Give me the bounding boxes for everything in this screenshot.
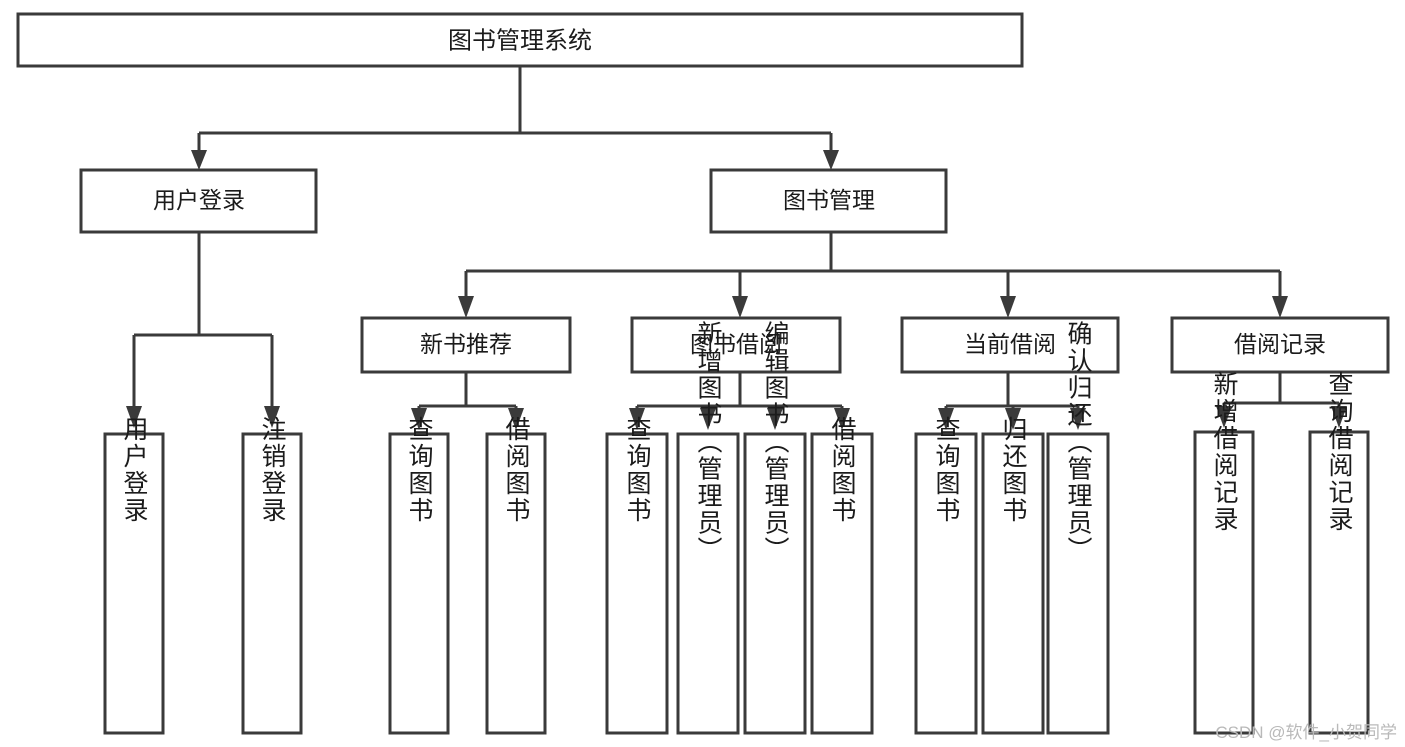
arrowhead-leaf-user-login [126, 406, 142, 428]
arrowhead-leaf-add-book [700, 408, 716, 430]
node-leaf-query-book-3-box[interactable] [914, 432, 978, 735]
node-leaf-query-book-3[interactable]: 查询图书 [914, 416, 978, 735]
node-leaf-borrow-book-2-box[interactable] [810, 432, 874, 735]
connector-group-current-borrow [938, 372, 1086, 430]
node-user-login[interactable]: 用户登录 [79, 168, 318, 234]
node-leaf-confirm-return[interactable]: 确认归还（管理员） [1046, 321, 1110, 735]
node-root-label: 图书管理系统 [448, 27, 592, 54]
node-leaf-borrow-book-1-box[interactable] [485, 432, 547, 735]
arrowhead-current-borrow [1000, 296, 1016, 318]
arrowhead-leaf-logout-login [264, 406, 280, 428]
node-leaf-query-book-2[interactable]: 查询图书 [605, 416, 669, 735]
node-leaf-query-record[interactable]: 查询借阅记录 [1308, 371, 1370, 735]
node-leaf-borrow-book-1-label: 借阅图书 [502, 416, 531, 524]
node-leaf-add-book-box[interactable] [676, 432, 740, 735]
node-book-borrow-label: 图书借阅 [690, 331, 782, 357]
arrowhead-leaf-return-book [1005, 408, 1021, 430]
watermark-text: CSDN @软件_小贺同学 [1215, 723, 1397, 742]
node-book-borrow[interactable]: 图书借阅 [630, 316, 842, 374]
arrowhead-leaf-query-book-2 [629, 408, 645, 430]
node-borrow-record-label: 借阅记录 [1234, 331, 1326, 357]
arrowhead-book-borrow [732, 296, 748, 318]
connector-group-root [191, 66, 839, 170]
connector-group-new-book-recommend [411, 372, 524, 430]
node-leaf-user-login-label: 用户登录 [120, 416, 149, 524]
node-new-book-recommend[interactable]: 新书推荐 [360, 316, 572, 374]
connector-group-book-management [458, 232, 1288, 318]
node-leaf-query-record-box[interactable] [1308, 430, 1370, 735]
node-leaf-query-record-label: 查询借阅记录 [1325, 371, 1354, 533]
node-leaf-add-book[interactable]: 新增图书（管理员） [676, 321, 740, 735]
node-current-borrow-label: 当前借阅 [964, 331, 1056, 357]
connector-group-book-borrow [629, 372, 850, 430]
node-borrow-record[interactable]: 借阅记录 [1170, 316, 1390, 374]
node-user-login-label: 用户登录 [153, 187, 245, 213]
arrowhead-leaf-edit-book [767, 408, 783, 430]
node-current-borrow[interactable]: 当前借阅 [900, 316, 1120, 374]
arrowhead-book-management [823, 150, 839, 170]
arrowhead-leaf-borrow-book-1 [508, 408, 524, 430]
node-user-login-box[interactable] [79, 168, 318, 234]
node-leaf-confirm-return-label: 确认归还（管理员） [1064, 321, 1093, 564]
node-leaf-add-record-box[interactable] [1193, 430, 1255, 735]
connector-group-user-login [126, 232, 280, 428]
node-leaf-borrow-book-2-label: 借阅图书 [828, 416, 857, 524]
arrowhead-user-login [191, 150, 207, 170]
node-leaf-confirm-return-box[interactable] [1046, 432, 1110, 735]
arrowhead-new-book-recommend [458, 296, 474, 318]
node-leaf-return-book-label: 归还图书 [999, 416, 1028, 524]
node-book-management[interactable]: 图书管理 [709, 168, 948, 234]
node-leaf-edit-book-label: 编辑图书（管理员） [761, 321, 790, 564]
node-leaf-add-record-label: 新增借阅记录 [1210, 371, 1239, 533]
node-leaf-query-book-3-label: 查询图书 [932, 416, 961, 524]
arrowhead-leaf-query-book-1 [411, 408, 427, 430]
arrowhead-leaf-confirm-return [1070, 408, 1086, 430]
node-leaf-borrow-book-1[interactable]: 借阅图书 [485, 416, 547, 735]
node-root[interactable]: 图书管理系统 [16, 12, 1024, 68]
node-book-management-label: 图书管理 [783, 187, 875, 213]
arrowhead-borrow-record [1272, 296, 1288, 318]
node-root-box[interactable] [16, 12, 1024, 68]
node-leaf-query-book-1-box[interactable] [388, 432, 450, 735]
arrowhead-leaf-borrow-book-2 [834, 408, 850, 430]
node-leaf-borrow-book-2[interactable]: 借阅图书 [810, 416, 874, 735]
node-leaf-add-record[interactable]: 新增借阅记录 [1193, 371, 1255, 735]
node-leaf-return-book-box[interactable] [981, 432, 1045, 735]
node-leaf-edit-book-box[interactable] [743, 432, 807, 735]
arrowhead-leaf-add-record [1216, 406, 1232, 428]
node-leaf-logout-login-box[interactable] [241, 432, 303, 735]
connector-group-borrow-record [1216, 372, 1347, 428]
node-leaf-logout-login-label: 注销登录 [258, 416, 287, 524]
node-book-borrow-box[interactable] [630, 316, 842, 374]
node-leaf-return-book[interactable]: 归还图书 [981, 416, 1045, 735]
node-leaf-user-login-box[interactable] [103, 432, 165, 735]
node-book-management-box[interactable] [709, 168, 948, 234]
arrowhead-leaf-query-book-3 [938, 408, 954, 430]
node-leaf-query-book-2-label: 查询图书 [623, 416, 652, 524]
arrowhead-leaf-query-record [1331, 406, 1347, 428]
node-leaf-query-book-1[interactable]: 查询图书 [388, 416, 450, 735]
node-leaf-logout-login[interactable]: 注销登录 [241, 416, 303, 735]
node-leaf-query-book-2-box[interactable] [605, 432, 669, 735]
node-current-borrow-box[interactable] [900, 316, 1120, 374]
node-leaf-query-book-1-label: 查询图书 [405, 416, 434, 524]
node-leaf-add-book-label: 新增图书（管理员） [694, 321, 723, 564]
node-new-book-recommend-label: 新书推荐 [420, 331, 512, 357]
node-leaf-edit-book[interactable]: 编辑图书（管理员） [743, 321, 807, 735]
node-new-book-recommend-box[interactable] [360, 316, 572, 374]
node-leaf-user-login[interactable]: 用户登录 [103, 416, 165, 735]
node-borrow-record-box[interactable] [1170, 316, 1390, 374]
